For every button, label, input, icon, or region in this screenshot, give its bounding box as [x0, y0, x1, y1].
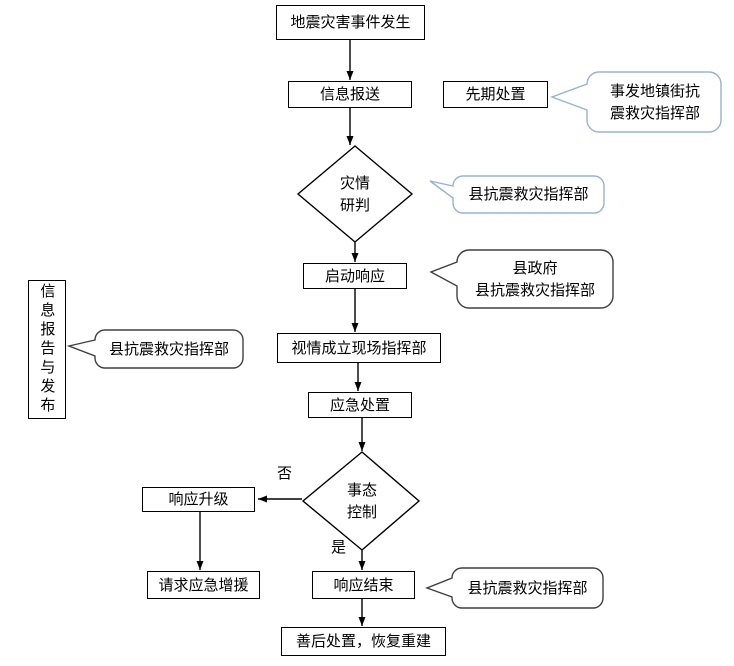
decision-diamonds	[296, 145, 421, 551]
county-gov-line2: 县抗震救灾指挥部	[474, 281, 595, 299]
aftermath-box: 善后处置，恢复重建	[281, 627, 446, 656]
township-hq-callout-bubble	[549, 71, 722, 133]
situation-control-line2: 控制	[346, 503, 377, 521]
county-hq-end-callout-bubble	[425, 567, 604, 609]
county-gov-line1: 县政府	[512, 258, 558, 277]
assessment-diamond	[296, 145, 414, 243]
assessment-line2: 研判	[339, 196, 370, 214]
info-report-release-label: 信息报告与发布	[38, 283, 57, 416]
request-reinforcement-box: 请求应急增援	[147, 571, 260, 599]
county-hq-end-callout-label: 县抗震救灾指挥部	[467, 578, 588, 597]
report-box: 信息报送	[288, 81, 412, 108]
info-report-release-box: 信息报告与发布	[28, 280, 66, 419]
callout-bubbles-dark	[66, 249, 614, 609]
onsite-hq-box: 视情成立现场指挥部	[277, 333, 441, 363]
callout-bubbles-blue	[429, 71, 722, 214]
county-hq-assessment-callout-label: 县抗震救灾指挥部	[468, 185, 589, 204]
assessment-line1: 灾情	[339, 173, 370, 192]
county-hq-info-callout-bubble	[66, 329, 244, 369]
initial-disposal-box: 先期处置	[443, 81, 548, 108]
response-end-box: 响应结束	[312, 571, 415, 599]
county-gov-callout-bubble	[429, 249, 614, 309]
situation-control-line1: 事态	[346, 480, 377, 499]
branch-label-no: 否	[277, 464, 293, 482]
situation-control-diamond-label: 事态 控制	[322, 477, 402, 525]
branch-label-yes: 是	[331, 538, 347, 556]
township-hq-callout-label: 事发地镇街抗震救灾指挥部	[609, 81, 700, 123]
county-hq-info-callout-label: 县抗震救灾指挥部	[108, 339, 229, 358]
response-upgrade-box: 响应升级	[142, 487, 255, 512]
flow-connectors	[196, 40, 366, 626]
start-response-box: 启动响应	[303, 263, 407, 289]
event-box: 地震灾害事件发生	[276, 5, 425, 40]
county-hq-assessment-callout-bubble	[429, 175, 605, 214]
emergency-disposal-box: 应急处置	[308, 392, 412, 418]
assessment-diamond-label: 灾情 研判	[315, 170, 395, 218]
county-gov-callout-label: 县政府 县抗震救灾指挥部	[457, 252, 613, 306]
situation-control-diamond	[301, 451, 421, 551]
